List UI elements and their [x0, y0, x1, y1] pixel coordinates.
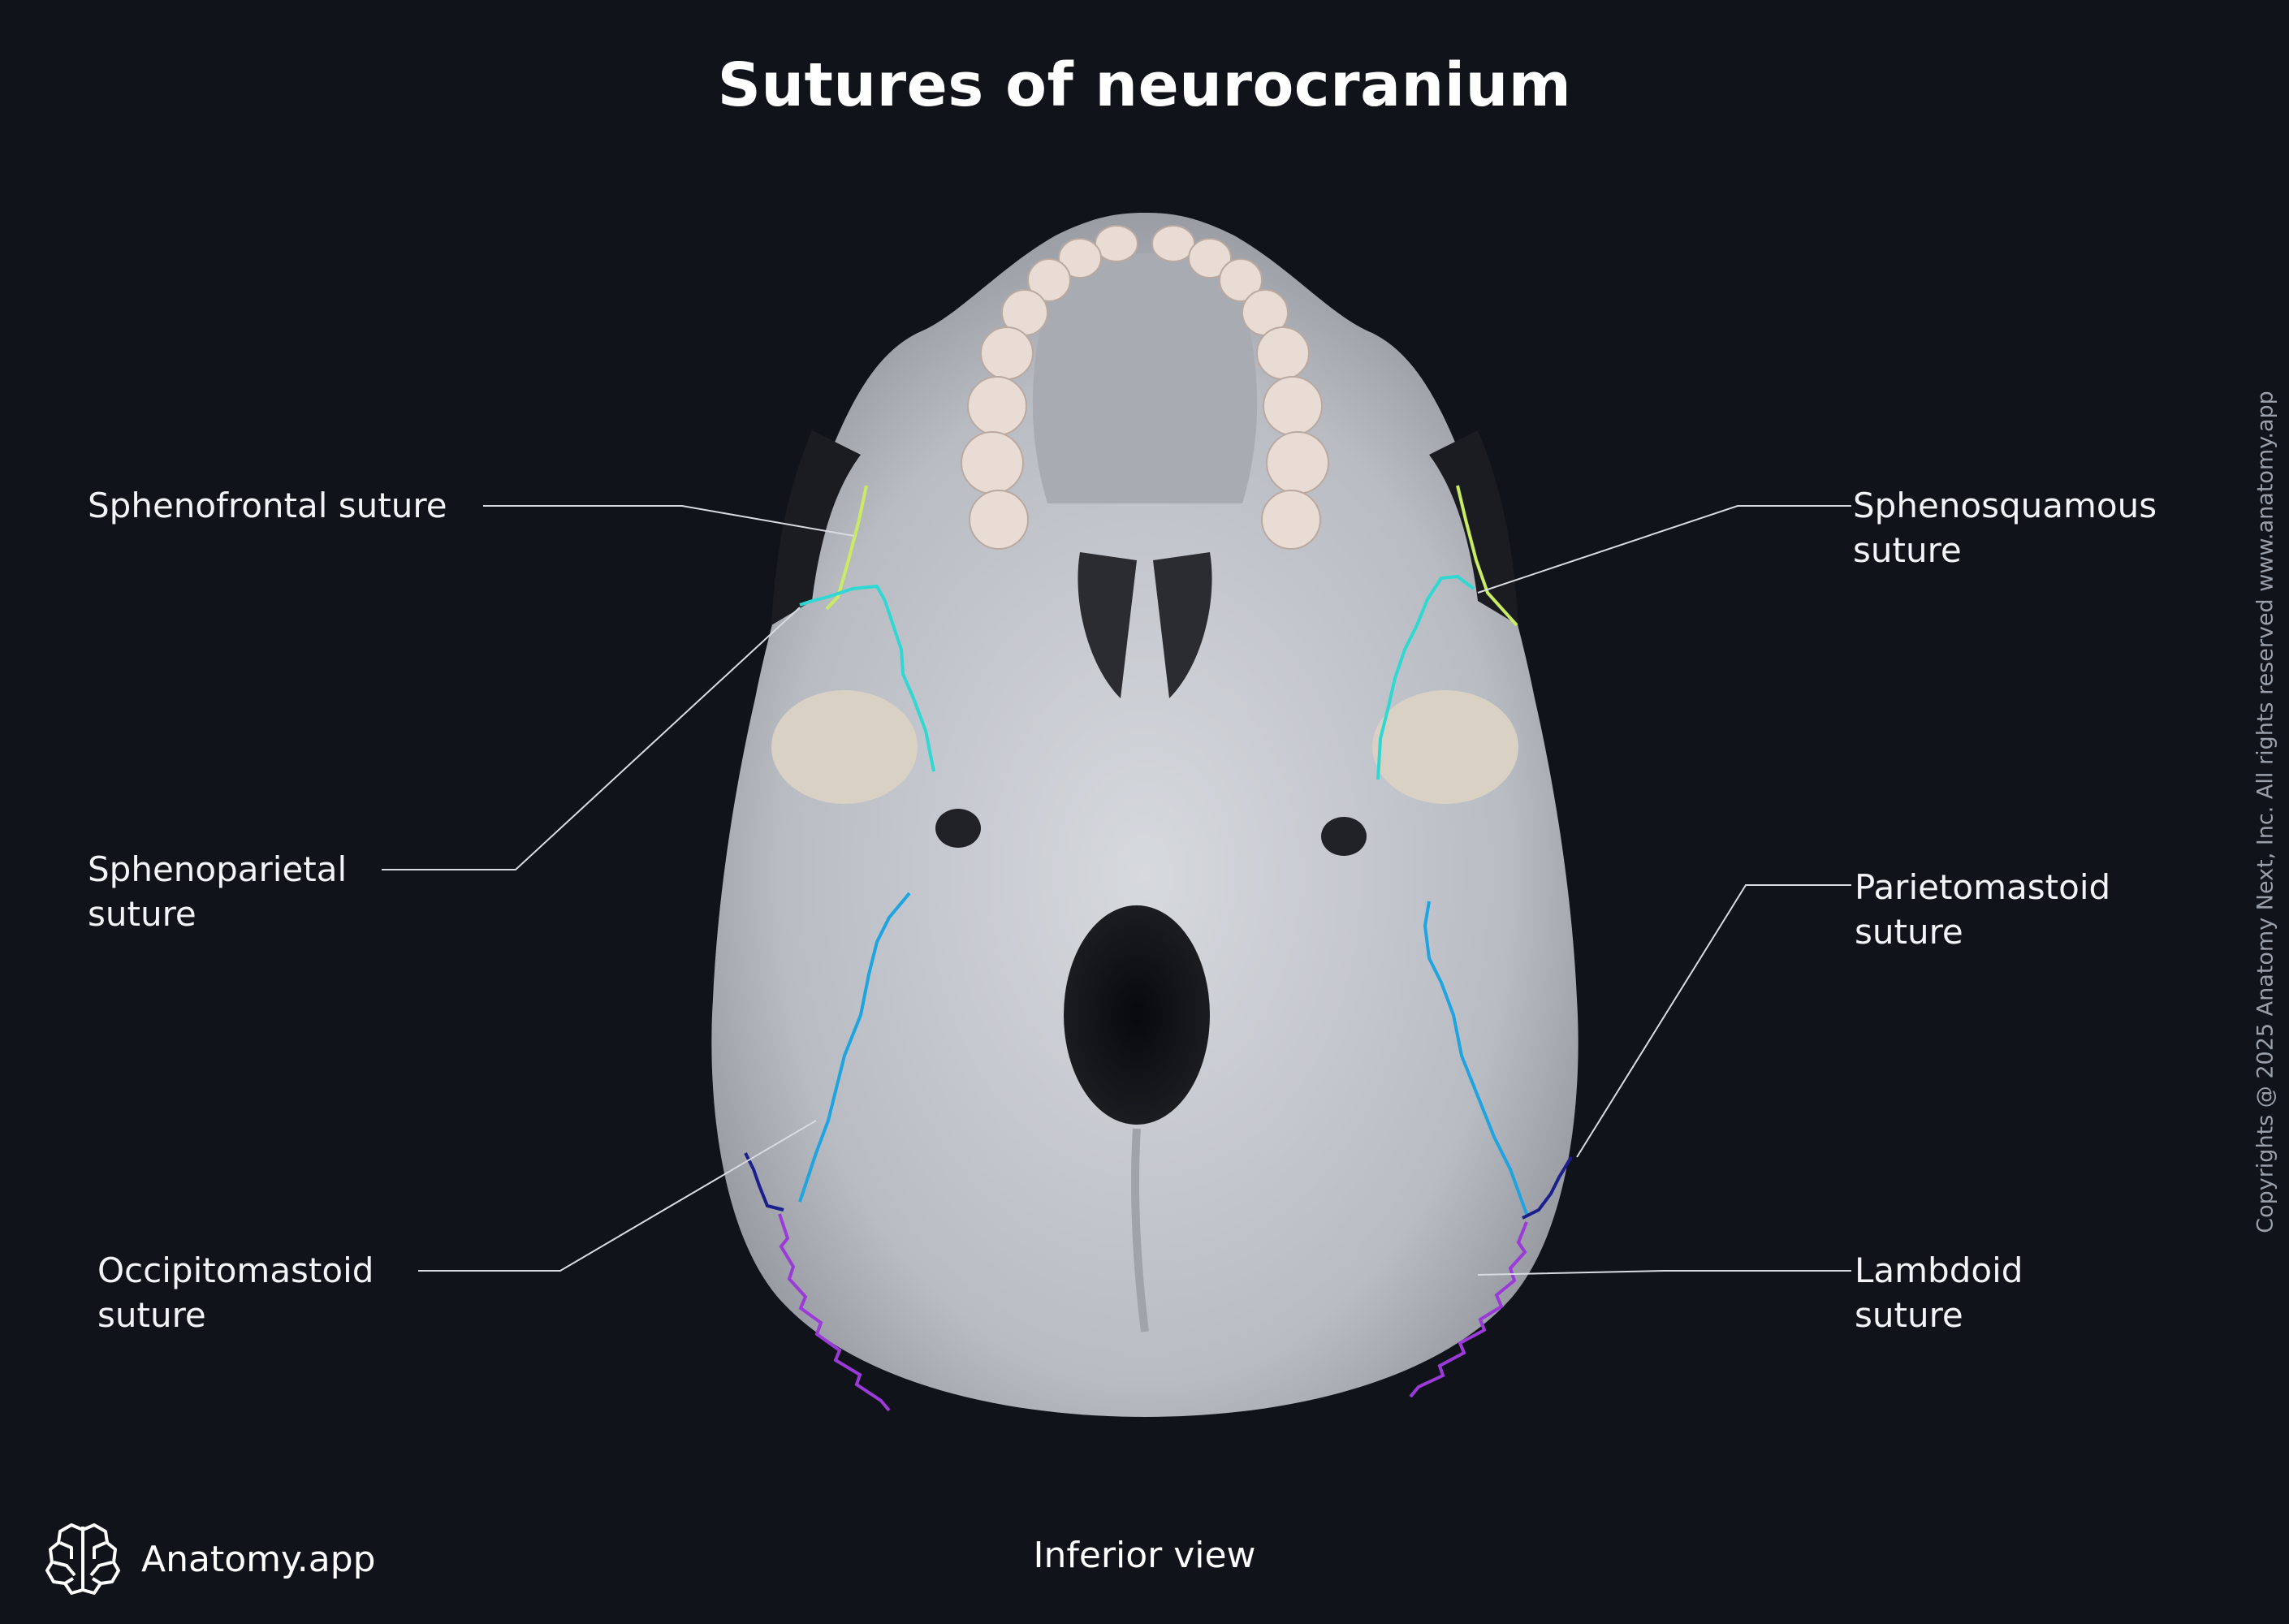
right-mandibular-fossa: [1372, 690, 1518, 804]
label-parietomastoid-suture: Parietomastoid suture: [1855, 865, 2110, 954]
label-sphenosquamous-suture: Sphenosquamous suture: [1853, 483, 2157, 572]
lambdoid-suture-right: [1409, 1221, 1528, 1398]
copyright-text: Copyrights @ 2025 Anatomy Next, Inc. All…: [2252, 391, 2278, 1233]
right-zygomatic-gap: [1429, 430, 1518, 625]
brain-icon: [45, 1523, 120, 1595]
left-mandibular-fossa: [771, 690, 918, 804]
skull-outline: [711, 213, 1579, 1417]
lambdoid-suture-left: [778, 1213, 891, 1412]
leader-sphenofrontal: [483, 505, 855, 537]
leader-occipitomastoid: [418, 1120, 817, 1272]
label-lambdoid-suture: Lambdoid suture: [1855, 1248, 2023, 1337]
parietomastoid-suture-left: [744, 1152, 784, 1212]
page-title: Sutures of neurocranium: [717, 50, 1572, 120]
label-line: Sphenosquamous: [1853, 486, 2157, 525]
sphenofrontal-suture-right: [1456, 485, 1518, 627]
sphenosquamous-suture-right: [1376, 574, 1475, 780]
label-line: suture: [1855, 1295, 1963, 1335]
label-sphenoparietal-suture: Sphenoparietal suture: [88, 847, 347, 936]
label-occipitomastoid-suture: Occipitomastoid suture: [97, 1248, 374, 1337]
left-carotid-foramen: [935, 809, 981, 848]
sphenofrontal-suture-left: [825, 485, 868, 611]
label-sphenofrontal-suture: Sphenofrontal suture: [88, 483, 447, 528]
occipital-crest: [1131, 1128, 1149, 1332]
parietomastoid-suture-right: [1522, 1155, 1573, 1220]
label-line: Occipitomastoid: [97, 1250, 374, 1290]
label-line: suture: [1855, 912, 1963, 952]
right-carotid-foramen: [1321, 817, 1367, 856]
label-line: Sphenofrontal suture: [88, 486, 447, 525]
leader-sphenosquamous: [1477, 505, 1851, 594]
occipitomastoid-suture-right: [1423, 901, 1528, 1215]
brand-name: Anatomy.app: [141, 1538, 376, 1580]
foramen-magnum: [1064, 905, 1210, 1125]
label-line: suture: [88, 894, 197, 934]
label-line: suture: [1853, 530, 1962, 570]
teeth: [961, 225, 1329, 550]
label-line: Lambdoid: [1855, 1250, 2023, 1290]
label-line: Parietomastoid: [1855, 867, 2111, 907]
leader-sphenoparietal: [382, 607, 801, 870]
leader-parietomastoid: [1576, 884, 1851, 1158]
sphenoparietal-suture-left: [799, 584, 935, 772]
label-line: Sphenoparietal: [88, 849, 348, 889]
leader-lines: [382, 505, 1851, 1276]
left-zygomatic-gap: [771, 430, 861, 625]
choanae: [1078, 552, 1212, 698]
label-line: suture: [97, 1295, 206, 1335]
occipitomastoid-suture-left: [798, 892, 911, 1203]
hard-palate: [1032, 253, 1258, 503]
leader-lambdoid: [1477, 1270, 1851, 1276]
brand-logo: Anatomy.app: [42, 1518, 376, 1600]
view-caption: Inferior view: [1033, 1535, 1256, 1576]
